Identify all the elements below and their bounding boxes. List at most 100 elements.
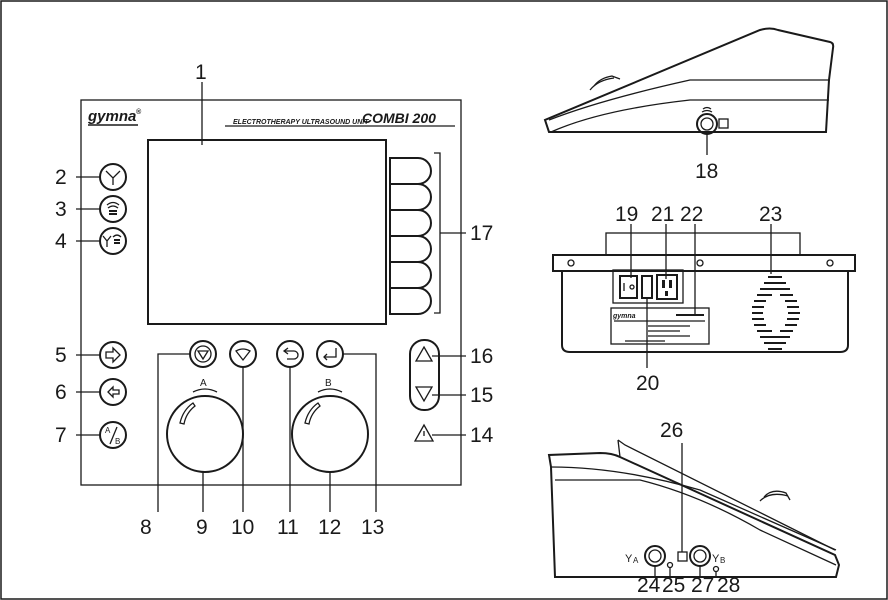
soft-key-column <box>389 157 432 315</box>
callout-3: 3 <box>55 198 67 221</box>
callout-18: 18 <box>695 160 718 183</box>
callout-21: 21 <box>651 203 674 226</box>
callout-16: 16 <box>470 345 493 368</box>
vent-grille <box>752 276 800 350</box>
knob-a[interactable]: A <box>166 378 244 473</box>
screw-left <box>567 259 575 267</box>
side-left-leaders <box>654 443 717 578</box>
side-view-left: Y A Y B <box>547 439 841 578</box>
callout-10: 10 <box>231 516 254 539</box>
callout-4: 4 <box>55 230 67 253</box>
button-program-forward[interactable] <box>99 341 127 369</box>
button-stop[interactable] <box>189 340 217 368</box>
callout-1: 1 <box>195 61 207 84</box>
button-program-back[interactable] <box>99 378 127 406</box>
combined-therapy-icon <box>102 234 122 247</box>
callout-8: 8 <box>140 516 152 539</box>
led-a <box>666 561 674 569</box>
front-leaders <box>76 82 466 512</box>
patient-symbol-icon <box>718 118 729 129</box>
screw-right <box>826 259 834 267</box>
rear-view: gymna <box>552 232 856 353</box>
button-back[interactable] <box>276 340 304 368</box>
program-forward-icon <box>105 346 121 364</box>
ultrasound-connector[interactable] <box>696 106 718 135</box>
callout-15: 15 <box>470 384 493 407</box>
up-down-rocker[interactable] <box>409 339 440 411</box>
type-label-brand: gymna <box>612 313 636 320</box>
callout-11: 11 <box>277 516 299 539</box>
program-back-icon <box>107 385 120 399</box>
callout-17: 17 <box>470 222 493 245</box>
soft-key-3[interactable] <box>389 209 432 237</box>
device-subtitle: ELECTROTHERAPY ULTRASOUND UNIT <box>233 119 369 126</box>
callout-14: 14 <box>470 424 494 447</box>
up-triangle-icon <box>414 345 434 362</box>
back-arrow-icon <box>285 350 299 360</box>
power-module <box>612 269 684 304</box>
down-triangle-icon <box>414 386 434 403</box>
button-ab-switch[interactable]: A B <box>99 421 127 449</box>
soft-key-1[interactable] <box>389 157 432 185</box>
callout-23: 23 <box>759 203 782 226</box>
type-label-plate <box>610 307 710 345</box>
button-enter[interactable] <box>316 340 344 368</box>
warning-triangle-icon <box>413 423 435 442</box>
button-ultrasound[interactable] <box>99 195 127 223</box>
mains-socket[interactable] <box>656 274 678 300</box>
electrode-b-connector[interactable] <box>689 545 711 567</box>
ultrasound-waves-icon <box>701 109 713 113</box>
svg-text:B: B <box>115 437 120 446</box>
pause-icon <box>235 348 251 362</box>
ab-channel-switch-icon: A B <box>105 426 120 446</box>
side-view-body <box>543 27 835 133</box>
callout-2: 2 <box>55 166 67 189</box>
button-electro[interactable] <box>99 163 127 191</box>
knob-b[interactable]: B <box>291 378 369 473</box>
ultrasound-waves-icon <box>106 201 120 215</box>
callout-27: 27 <box>691 574 714 597</box>
callout-22: 22 <box>680 203 703 226</box>
soft-key-4[interactable] <box>389 235 432 263</box>
lcd-display <box>147 139 387 325</box>
callout-28: 28 <box>717 574 740 597</box>
front-panel: gymna ® ELECTROTHERAPY ULTRASOUND UNIT C… <box>80 99 466 486</box>
callout-25: 25 <box>662 574 685 597</box>
callout-5: 5 <box>55 344 67 367</box>
callout-20: 20 <box>636 372 659 395</box>
enter-icon <box>324 348 337 358</box>
button-pause[interactable] <box>229 340 257 368</box>
soft-key-bracket <box>434 152 441 314</box>
power-switch[interactable] <box>619 275 638 299</box>
patient-symbol-icon-2 <box>677 551 688 562</box>
fuse-holder[interactable] <box>641 275 653 299</box>
soft-key-2[interactable] <box>389 183 432 211</box>
callout-12: 12 <box>318 516 341 539</box>
warning-indicator <box>413 423 435 442</box>
callout-13: 13 <box>361 516 384 539</box>
led-b <box>712 565 720 573</box>
callout-7: 7 <box>55 424 67 447</box>
soft-key-5[interactable] <box>389 261 432 289</box>
knob-a-label: A <box>200 378 207 389</box>
brand-registered-mark: ® <box>136 108 142 116</box>
soft-key-6[interactable] <box>389 287 432 315</box>
y-electrode-icon <box>105 170 121 185</box>
electrode-a-label: A <box>633 556 639 565</box>
rear-body <box>561 271 849 353</box>
electrode-b-mark: Y <box>712 553 720 565</box>
electrode-a-connector[interactable] <box>644 545 666 567</box>
electrode-a-mark: Y <box>625 553 633 565</box>
screw-middle <box>696 259 704 267</box>
callout-6: 6 <box>55 381 67 404</box>
button-combined[interactable] <box>99 227 127 255</box>
callout-24: 24 <box>637 574 661 597</box>
rear-top-rail <box>552 254 856 272</box>
svg-text:A: A <box>105 426 111 435</box>
stop-icon <box>196 350 210 361</box>
device-model: COMBI 200 <box>362 110 436 126</box>
electrode-b-label: B <box>720 556 725 565</box>
